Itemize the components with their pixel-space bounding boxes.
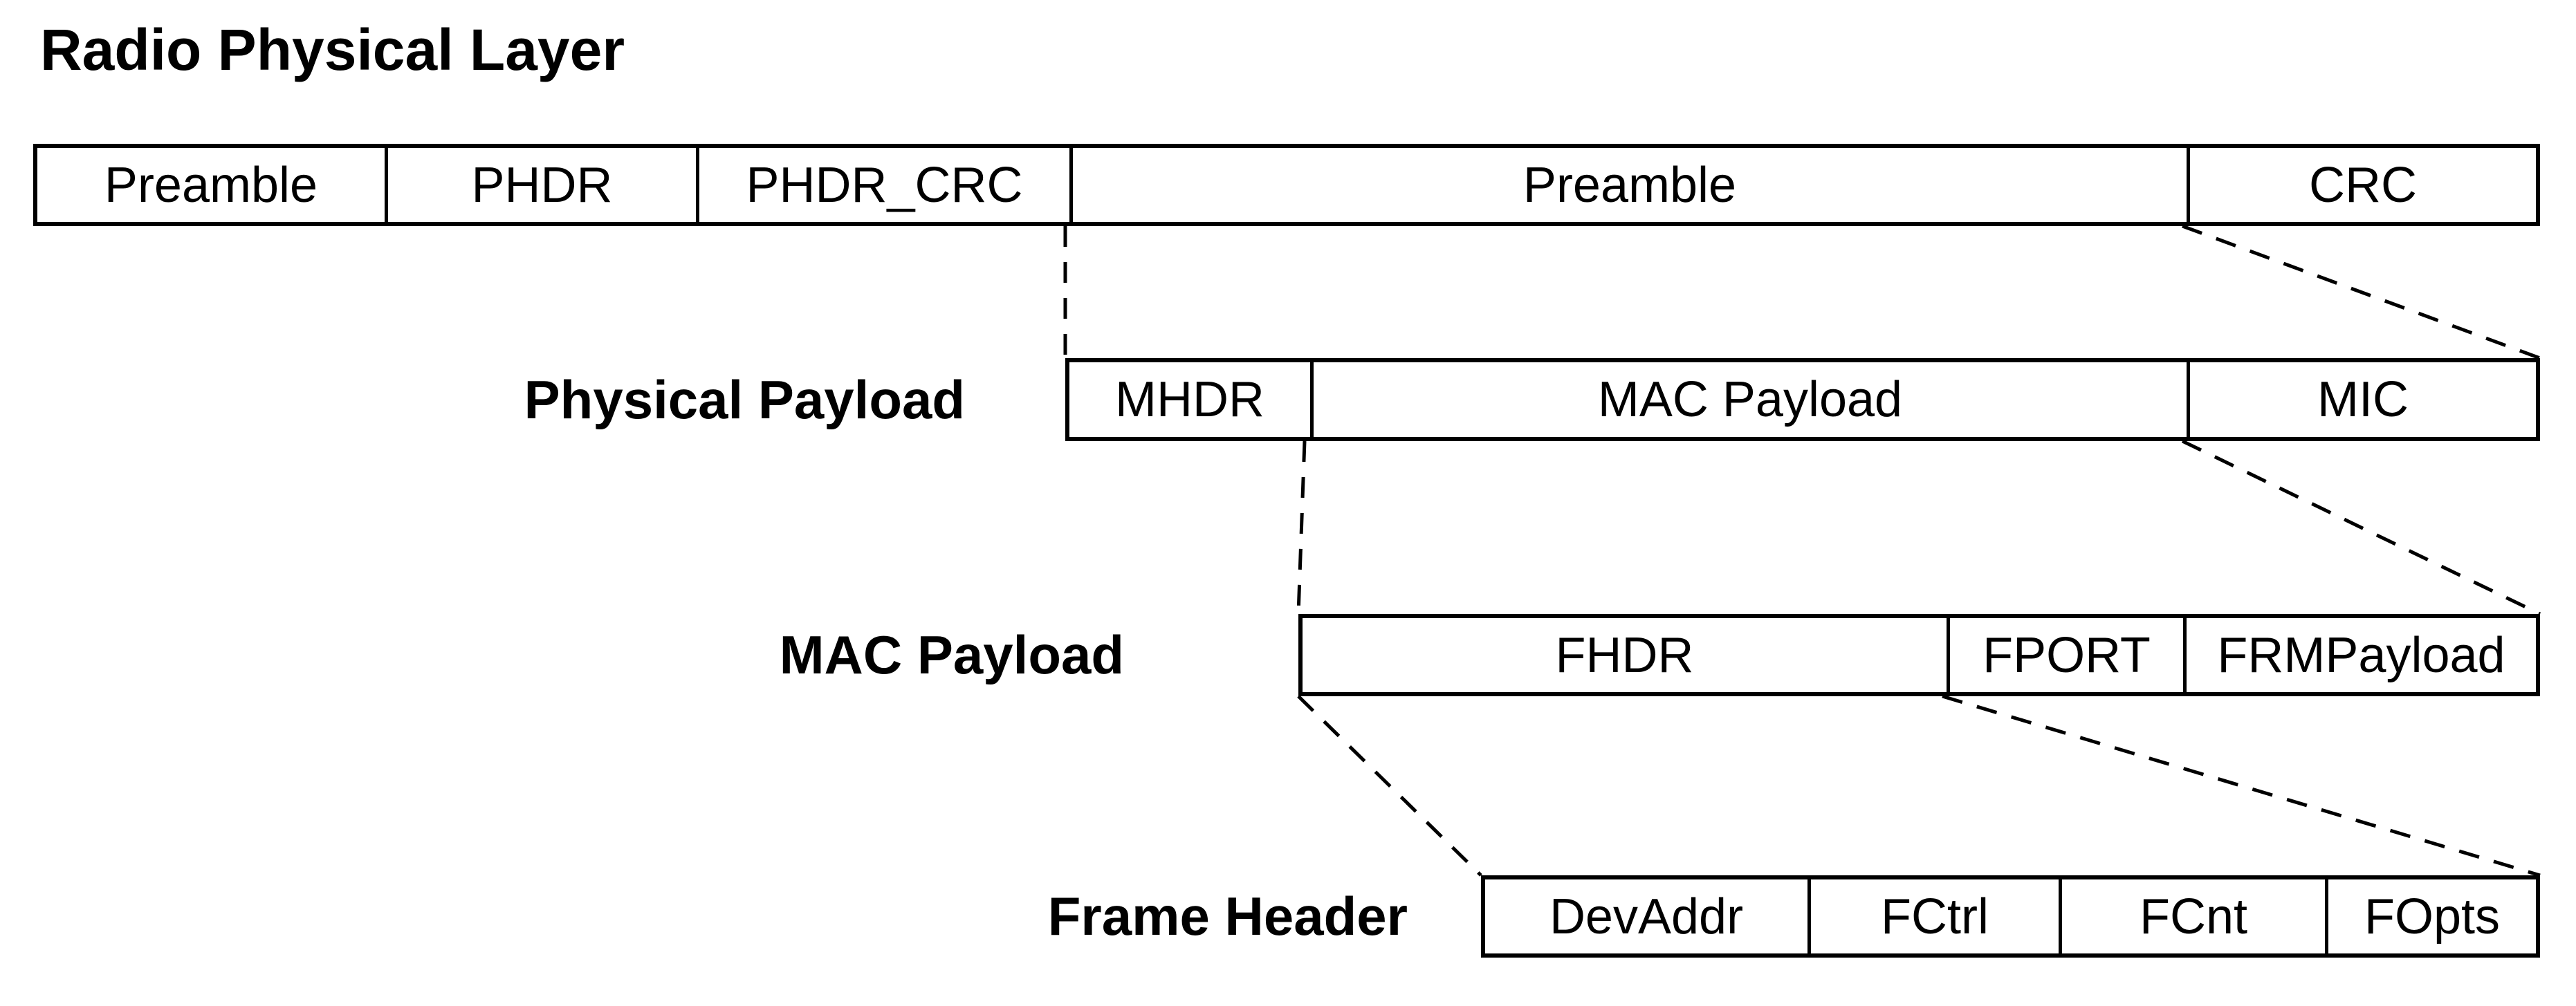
cell-mac-payload: MAC Payload [1310,362,2187,437]
cell-mhdr: MHDR [1115,372,1264,427]
cell-preamble-1: Preamble [104,157,318,213]
cell-fctrl: FCtrl [1807,879,2059,953]
frame-header-label: Frame Header [1047,886,1408,947]
cell-phdr-crc: PHDR_CRC [696,148,1069,222]
cell-preamble-2: Preamble [1069,148,2187,222]
cell-fcnt: FCnt [2059,879,2325,953]
physical-payload-row: MHDR MAC Payload MIC [1065,358,2540,441]
mac-payload-row: FHDR FPORT FRMPayload [1298,614,2540,696]
physical-payload-label: Physical Payload [524,369,965,430]
cell-crc: CRC [2187,148,2536,222]
frame-header-row: DevAddr FCtrl FCnt FOpts [1481,875,2540,958]
cell-devaddr: DevAddr [1549,888,1744,944]
connector-frameheader-left [1297,695,1482,877]
mac-payload-label: MAC Payload [779,624,1124,685]
connector-macpayload-right [2181,439,2541,616]
connector-frameheader-right [1942,694,2541,877]
cell-fport: FPORT [1947,618,2183,692]
connector-macpayload-left [1296,440,1307,615]
cell-fhdr: FHDR [1555,627,1694,683]
cell-mic: MIC [2187,362,2536,437]
cell-phdr: PHDR [385,148,696,222]
cell-fopts: FOpts [2325,879,2536,953]
connector-phypayload-right [2182,224,2541,360]
cell-frm-payload: FRMPayload [2183,618,2536,692]
radio-physical-layer-row: Preamble PHDR PHDR_CRC Preamble CRC [33,144,2540,226]
diagram-title: Radio Physical Layer [40,17,625,82]
